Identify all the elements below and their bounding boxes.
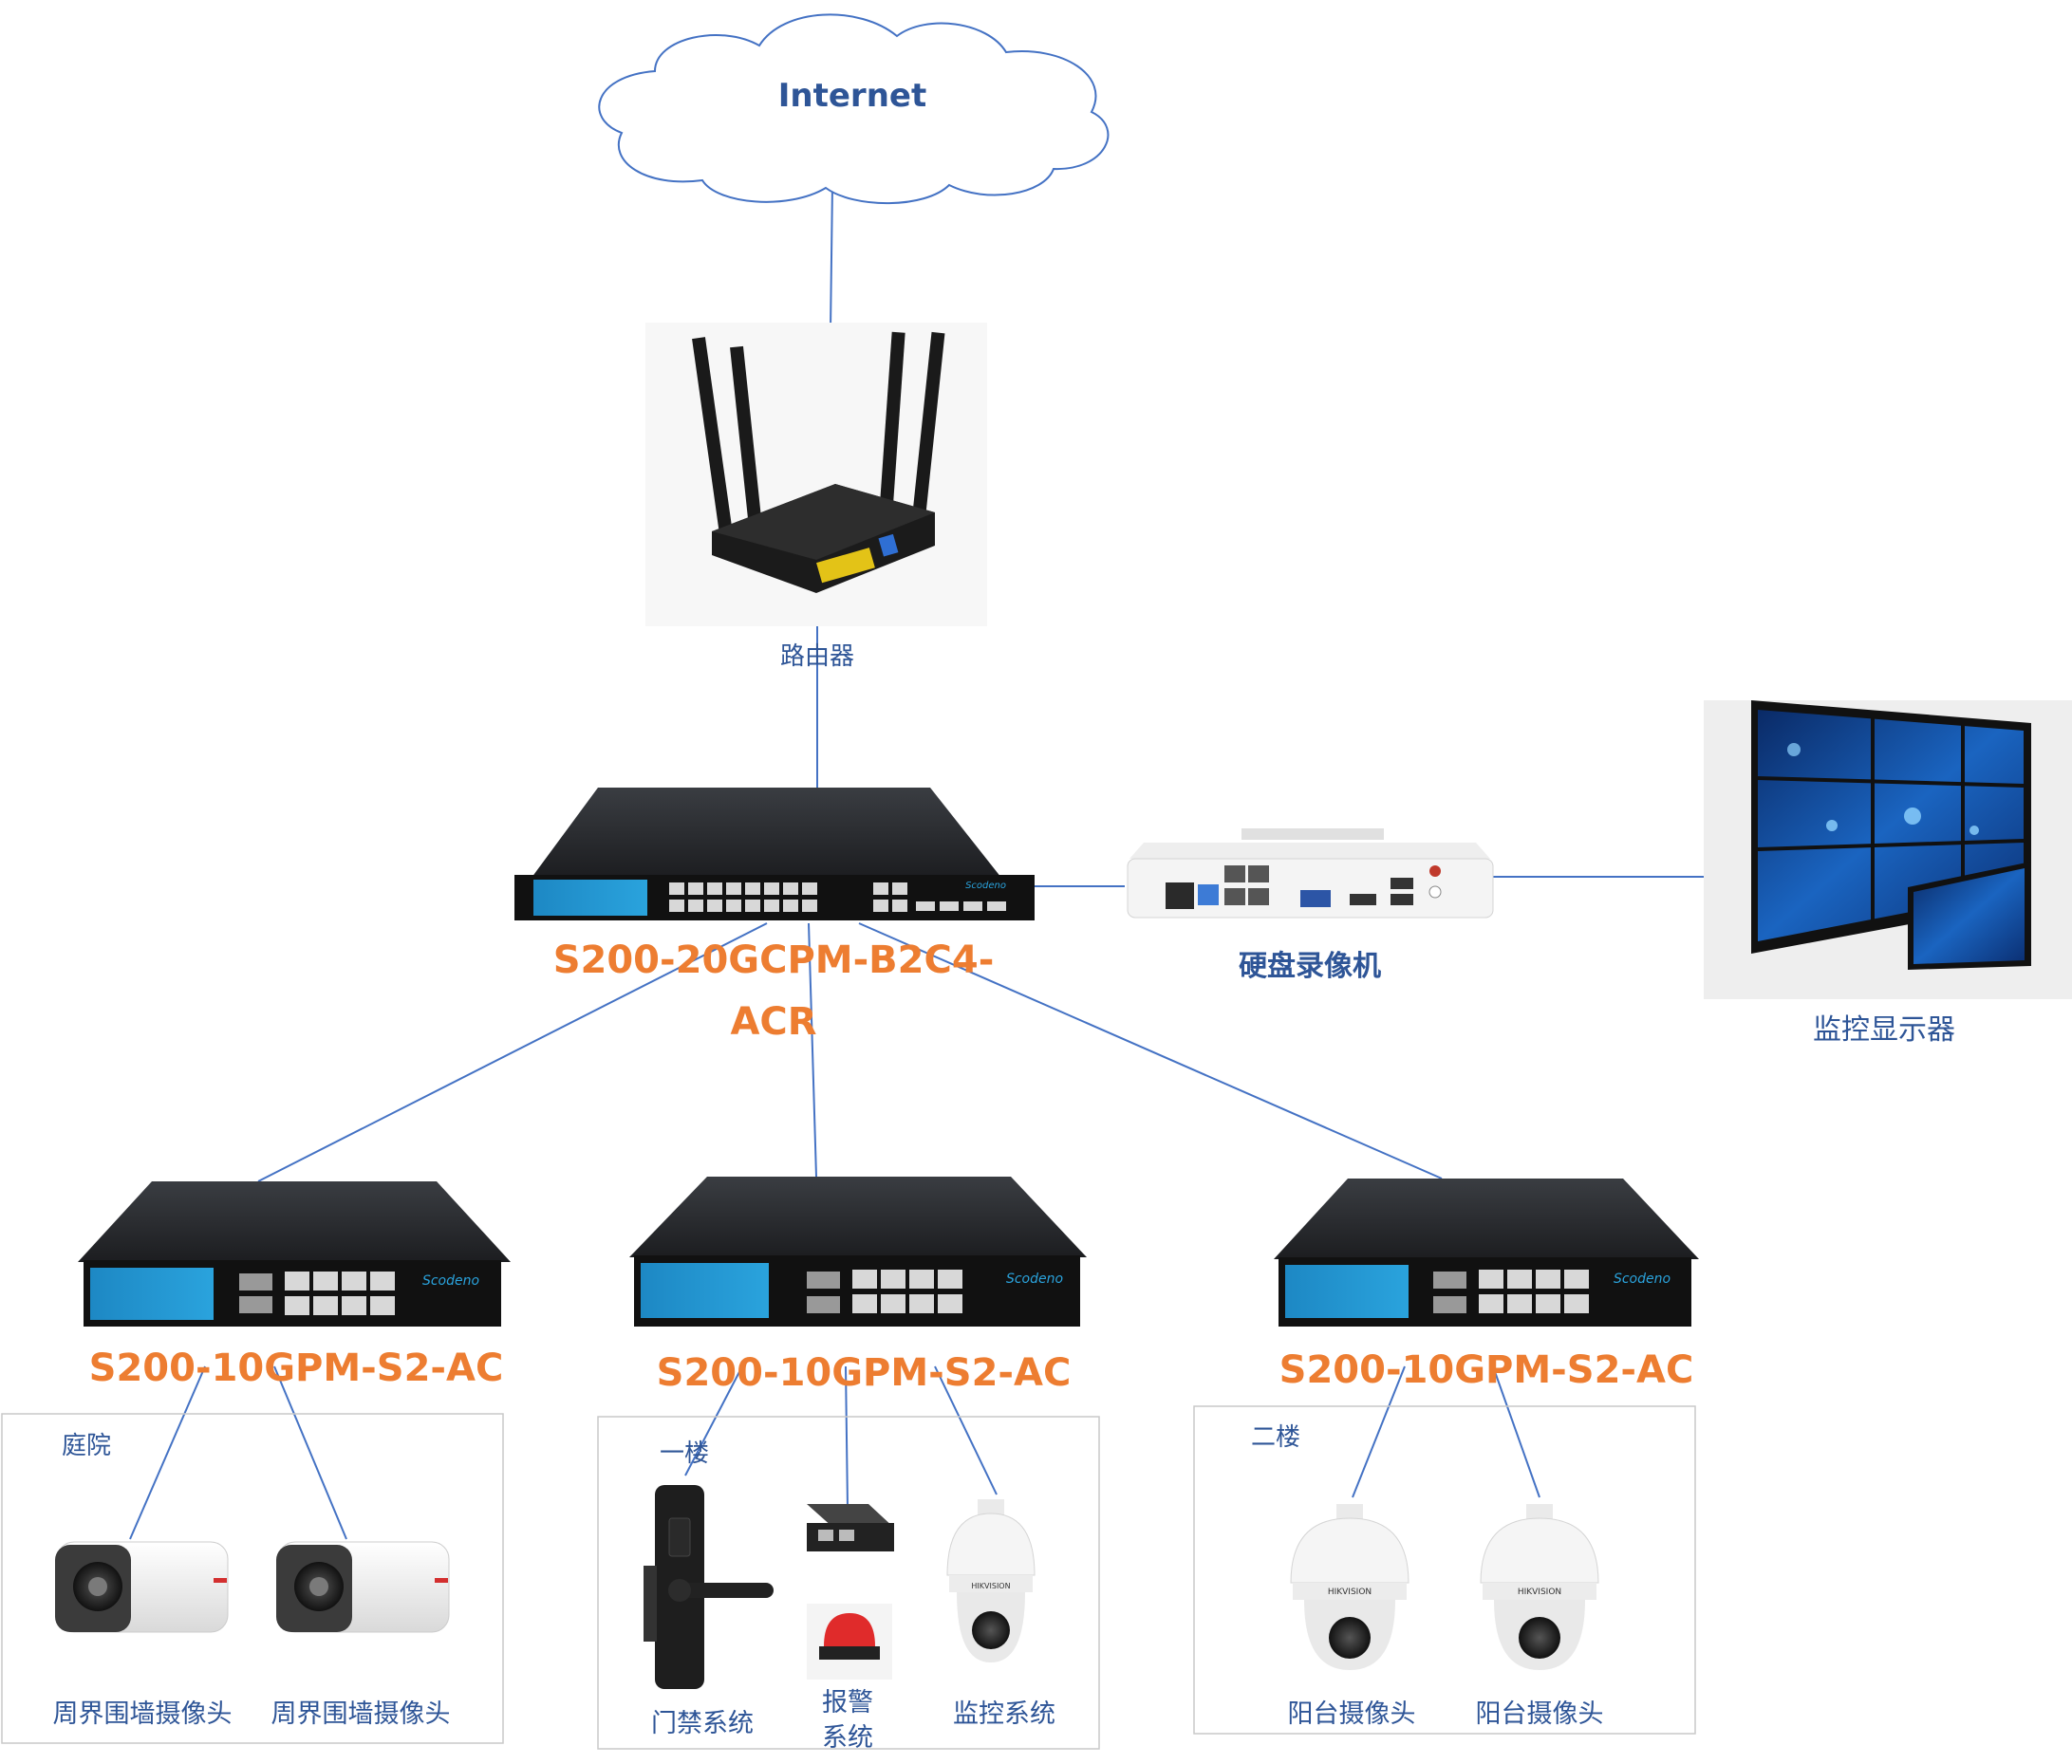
switch-right-brand: Scodeno xyxy=(1614,1272,1671,1287)
core-switch-model-line2: ACR xyxy=(730,1000,816,1044)
link-mid-switch-alarm xyxy=(845,1365,849,1510)
zone-courtyard: 庭院 周界围墙摄像头 周界围墙摄像头 xyxy=(1,1413,504,1744)
link-left-switch-cam2 xyxy=(273,1365,347,1540)
zone-floor2-frame xyxy=(1193,1405,1696,1735)
switch-mid-brand: Scodeno xyxy=(1006,1272,1063,1287)
monitor-wall: 监控显示器 xyxy=(1704,700,2072,1047)
internet-cloud: Internet xyxy=(598,13,1110,205)
zone-floor2: 二楼 HIKVISION HIKVISION 阳台摄像头 阳台摄像头 xyxy=(1193,1405,1696,1735)
switch-right: Scodeno S200-10GPM-S2-AC xyxy=(1274,1179,1699,1392)
zone-floor1: 一楼 HIKVISION 门禁系统 报警 系统 xyxy=(597,1416,1100,1753)
video-wall-icon xyxy=(1751,700,2031,970)
switch-right-icon: Scodeno xyxy=(1274,1179,1699,1327)
courtyard-camera1-label: 周界围墙摄像头 xyxy=(53,1699,233,1729)
switch-mid: Scodeno S200-10GPM-S2-AC xyxy=(629,1177,1087,1395)
alarm-siren-icon xyxy=(807,1604,892,1680)
nvr: 硬盘录像机 xyxy=(1127,828,1494,983)
link-core-to-mid-switch xyxy=(808,922,817,1178)
core-switch-model-line1: S200-20GCPM-B2C4- xyxy=(553,938,995,982)
switch-mid-icon: Scodeno xyxy=(629,1177,1087,1327)
cloud-label: Internet xyxy=(778,77,926,115)
dome-camera-icon: HIKVISION xyxy=(946,1499,1036,1662)
switch-right-model: S200-10GPM-S2-AC xyxy=(1279,1348,1694,1392)
router-label: 路由器 xyxy=(780,642,854,671)
door-system-label: 门禁系统 xyxy=(651,1709,754,1738)
dome-brand-floor2-a: HIKVISION xyxy=(1328,1588,1372,1597)
nvr-label: 硬盘录像机 xyxy=(1239,950,1381,983)
monitor-system-label: 监控系统 xyxy=(953,1699,1055,1729)
zone-floor1-frame xyxy=(597,1416,1100,1750)
switch-left: Scodeno S200-10GPM-S2-AC xyxy=(78,1181,511,1390)
link-core-to-right-switch xyxy=(858,922,1443,1179)
zone-floor2-title: 二楼 xyxy=(1251,1423,1300,1452)
core-switch: Scodeno S200-20GCPM-B2C4- ACR xyxy=(514,788,1035,1044)
dome-brand-floor2-b: HIKVISION xyxy=(1518,1588,1561,1597)
zone-courtyard-title: 庭院 xyxy=(62,1432,111,1460)
link-right-switch-dome2 xyxy=(1492,1365,1540,1498)
cloud-icon xyxy=(598,13,1110,205)
switch-left-model: S200-10GPM-S2-AC xyxy=(89,1346,504,1390)
link-mid-switch-dome xyxy=(934,1365,998,1495)
router-icon xyxy=(692,331,945,593)
network-adapter-icon xyxy=(807,1504,894,1551)
core-switch-icon: Scodeno xyxy=(514,788,1035,920)
nvr-icon xyxy=(1127,828,1494,919)
core-switch-brand: Scodeno xyxy=(965,881,1006,891)
core-switch-ports xyxy=(669,882,1006,912)
router: 路由器 xyxy=(645,323,987,671)
courtyard-camera2-label: 周界围墙摄像头 xyxy=(271,1699,451,1729)
balcony-camera2-label: 阳台摄像头 xyxy=(1476,1699,1604,1729)
bullet-camera-icon xyxy=(55,1541,229,1633)
dome-camera-icon: HIKVISION xyxy=(1480,1504,1599,1670)
connection-lines xyxy=(129,184,1758,1540)
monitor-label: 监控显示器 xyxy=(1813,1013,1955,1047)
door-lock-icon xyxy=(644,1485,774,1689)
link-mid-switch-door xyxy=(684,1365,743,1476)
bullet-camera-icon xyxy=(276,1541,450,1633)
zone-courtyard-frame xyxy=(1,1413,504,1744)
alarm-system-label-line2: 系统 xyxy=(822,1723,873,1753)
dome-brand-floor1: HIKVISION xyxy=(971,1582,1010,1590)
dome-camera-icon: HIKVISION xyxy=(1290,1504,1409,1670)
balcony-camera1-label: 阳台摄像头 xyxy=(1288,1699,1416,1729)
switch-mid-model: S200-10GPM-S2-AC xyxy=(657,1351,1072,1395)
zone-floor1-title: 一楼 xyxy=(660,1439,709,1468)
alarm-system-label-line1: 报警 xyxy=(822,1688,873,1718)
link-right-switch-dome1 xyxy=(1352,1365,1406,1498)
link-core-to-left-switch xyxy=(257,922,768,1182)
switch-left-icon: Scodeno xyxy=(78,1181,511,1327)
switch-left-brand: Scodeno xyxy=(422,1273,479,1289)
link-left-switch-cam1 xyxy=(129,1365,206,1540)
